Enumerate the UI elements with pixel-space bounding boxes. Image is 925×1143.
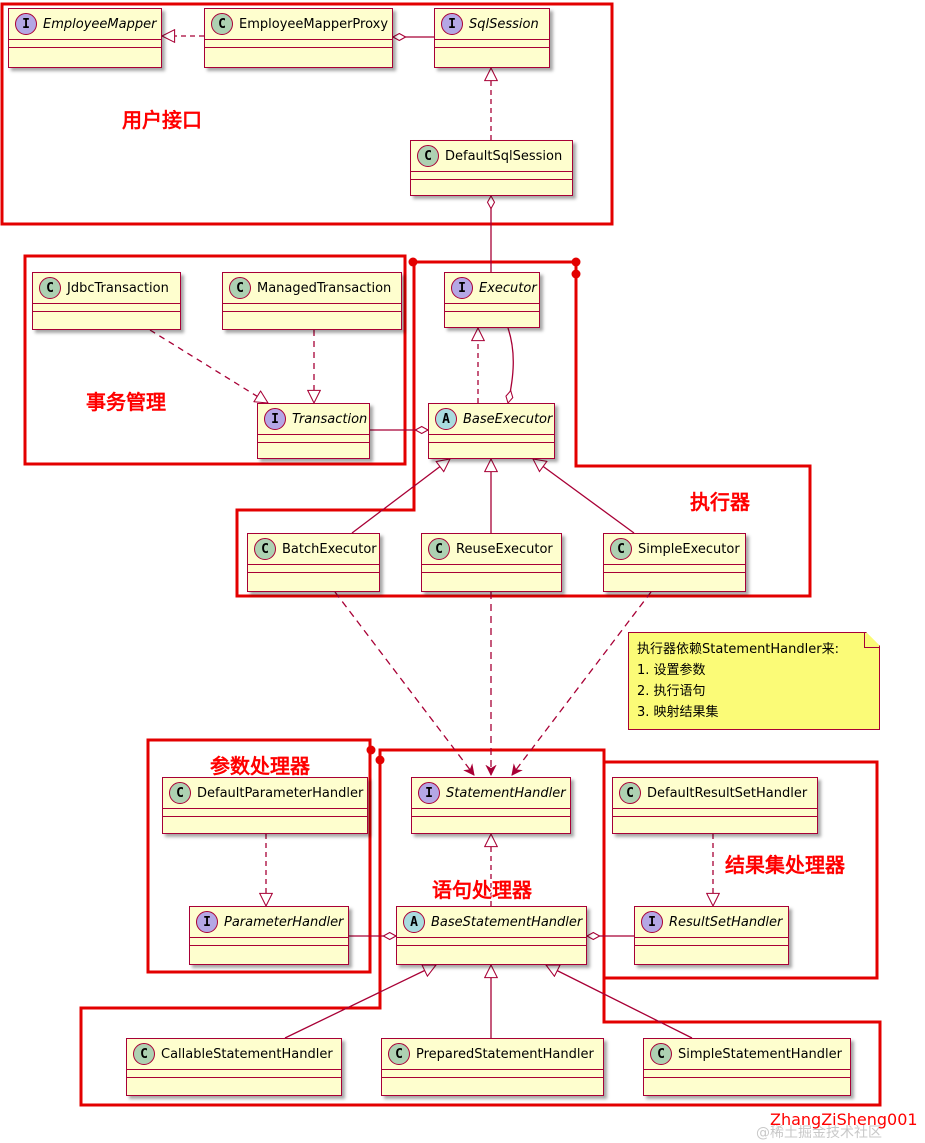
class-icon: C (133, 1043, 155, 1065)
class-name: SimpleExecutor (638, 541, 740, 557)
realization-jdbc-transaction (149, 329, 268, 403)
class-name: EmployeeMapper (43, 16, 157, 32)
frame-dot (408, 257, 418, 267)
class-icon: C (428, 538, 450, 560)
class-name: CallableStatementHandler (161, 1046, 333, 1062)
class-name: StatementHandler (446, 785, 566, 801)
class-name: SqlSession (469, 16, 539, 32)
group-label-resultset-handler: 结果集处理器 (725, 853, 845, 877)
class-icon: C (169, 782, 191, 804)
abstract-class-icon: A (403, 911, 425, 933)
interface-icon: I (196, 911, 218, 933)
interface-icon: I (264, 408, 286, 430)
frame-dot (375, 755, 385, 765)
class-statement-handler: I StatementHandler (411, 777, 571, 834)
watermark-author: ZhangZiSheng001 (770, 1110, 918, 1129)
generalization-simple (533, 459, 635, 534)
note-line: 1. 设置参数 (637, 663, 706, 678)
note-line: 3. 映射结果集 (637, 705, 719, 720)
class-icon: C (619, 782, 641, 804)
interface-icon: I (441, 13, 463, 35)
class-icon: C (610, 538, 632, 560)
generalization-batch (351, 459, 450, 534)
note-statement-handler-dependency: 执行器依赖StatementHandler来: 1. 设置参数 2. 执行语句 … (628, 632, 880, 730)
class-prepared-statement-handler: C PreparedStatementHandler (381, 1038, 604, 1096)
class-name: ReuseExecutor (456, 541, 553, 557)
class-name: DefaultSqlSession (445, 148, 563, 164)
group-frame-user-interface (0, 2, 614, 226)
generalization-simple-statement (546, 964, 693, 1039)
class-icon: C (417, 145, 439, 167)
class-parameter-handler: I ParameterHandler (189, 906, 349, 965)
group-label-statement-handler: 语句处理器 (432, 878, 532, 902)
class-icon: C (229, 277, 251, 299)
class-name: BatchExecutor (282, 541, 377, 557)
group-frame-executor (235, 260, 812, 598)
class-executor: I Executor (444, 272, 540, 328)
class-icon: C (254, 538, 276, 560)
class-name: DefaultResultSetHandler (647, 785, 808, 801)
class-name: PreparedStatementHandler (416, 1046, 594, 1062)
class-managed-transaction: C ManagedTransaction (222, 272, 402, 330)
class-resultset-handler: I ResultSetHandler (634, 906, 789, 965)
class-name: ParameterHandler (224, 914, 344, 930)
note-line: 执行器依赖StatementHandler来: (637, 642, 839, 657)
class-sql-session: I SqlSession (434, 8, 550, 68)
class-simple-statement-handler: C SimpleStatementHandler (643, 1038, 851, 1096)
group-label-executor: 执行器 (690, 490, 750, 514)
watermark-site: @稀土掘金技术社区 (756, 1125, 882, 1141)
interface-icon: I (451, 277, 473, 299)
group-frame-resultset-handler (602, 760, 879, 980)
class-default-sql-session: C DefaultSqlSession (410, 140, 573, 196)
class-name: DefaultParameterHandler (197, 785, 364, 801)
dependency-batch-statement (334, 591, 474, 775)
interface-icon: I (418, 782, 440, 804)
class-batch-executor: C BatchExecutor (247, 533, 380, 592)
class-jdbc-transaction: C JdbcTransaction (32, 272, 181, 330)
class-name: BaseExecutor (463, 411, 553, 427)
group-label-transaction: 事务管理 (86, 390, 166, 414)
group-frame-transaction (23, 254, 407, 466)
class-name: ResultSetHandler (669, 914, 783, 930)
group-frame-parameter-handler (146, 738, 372, 974)
class-icon: C (650, 1043, 672, 1065)
frame-dot (571, 257, 581, 267)
class-default-resultset-handler: C DefaultResultSetHandler (612, 777, 818, 834)
class-employee-mapper-proxy: C EmployeeMapperProxy (204, 8, 393, 68)
class-name: JdbcTransaction (67, 280, 169, 296)
class-icon: C (39, 277, 61, 299)
frame-dot (366, 745, 376, 755)
class-name: SimpleStatementHandler (678, 1046, 842, 1062)
class-callable-statement-handler: C CallableStatementHandler (126, 1038, 342, 1096)
interface-icon: I (15, 13, 37, 35)
class-transaction: I Transaction (257, 403, 370, 459)
aggregation-executor-delegate (508, 327, 514, 403)
class-name: Transaction (292, 411, 368, 427)
abstract-class-icon: A (435, 408, 457, 430)
class-employee-mapper: I EmployeeMapper (8, 8, 162, 68)
generalization-callable (284, 965, 436, 1039)
note-line: 2. 执行语句 (637, 684, 706, 699)
class-base-executor: A BaseExecutor (428, 403, 555, 459)
class-name: EmployeeMapperProxy (239, 16, 389, 32)
class-icon: C (388, 1043, 410, 1065)
group-label-user-interface: 用户接口 (122, 108, 202, 132)
interface-icon: I (641, 911, 663, 933)
class-name: ManagedTransaction (257, 280, 392, 296)
dependency-simple-statement (512, 591, 652, 775)
group-label-parameter-handler: 参数处理器 (210, 754, 310, 778)
class-name: Executor (479, 280, 537, 296)
class-simple-executor: C SimpleExecutor (603, 533, 746, 592)
class-reuse-executor: C ReuseExecutor (421, 533, 562, 592)
class-default-parameter-handler: C DefaultParameterHandler (162, 777, 368, 834)
frame-dot (571, 269, 581, 279)
class-icon: C (211, 13, 233, 35)
class-base-statement-handler: A BaseStatementHandler (396, 906, 587, 965)
class-name: BaseStatementHandler (431, 914, 583, 930)
